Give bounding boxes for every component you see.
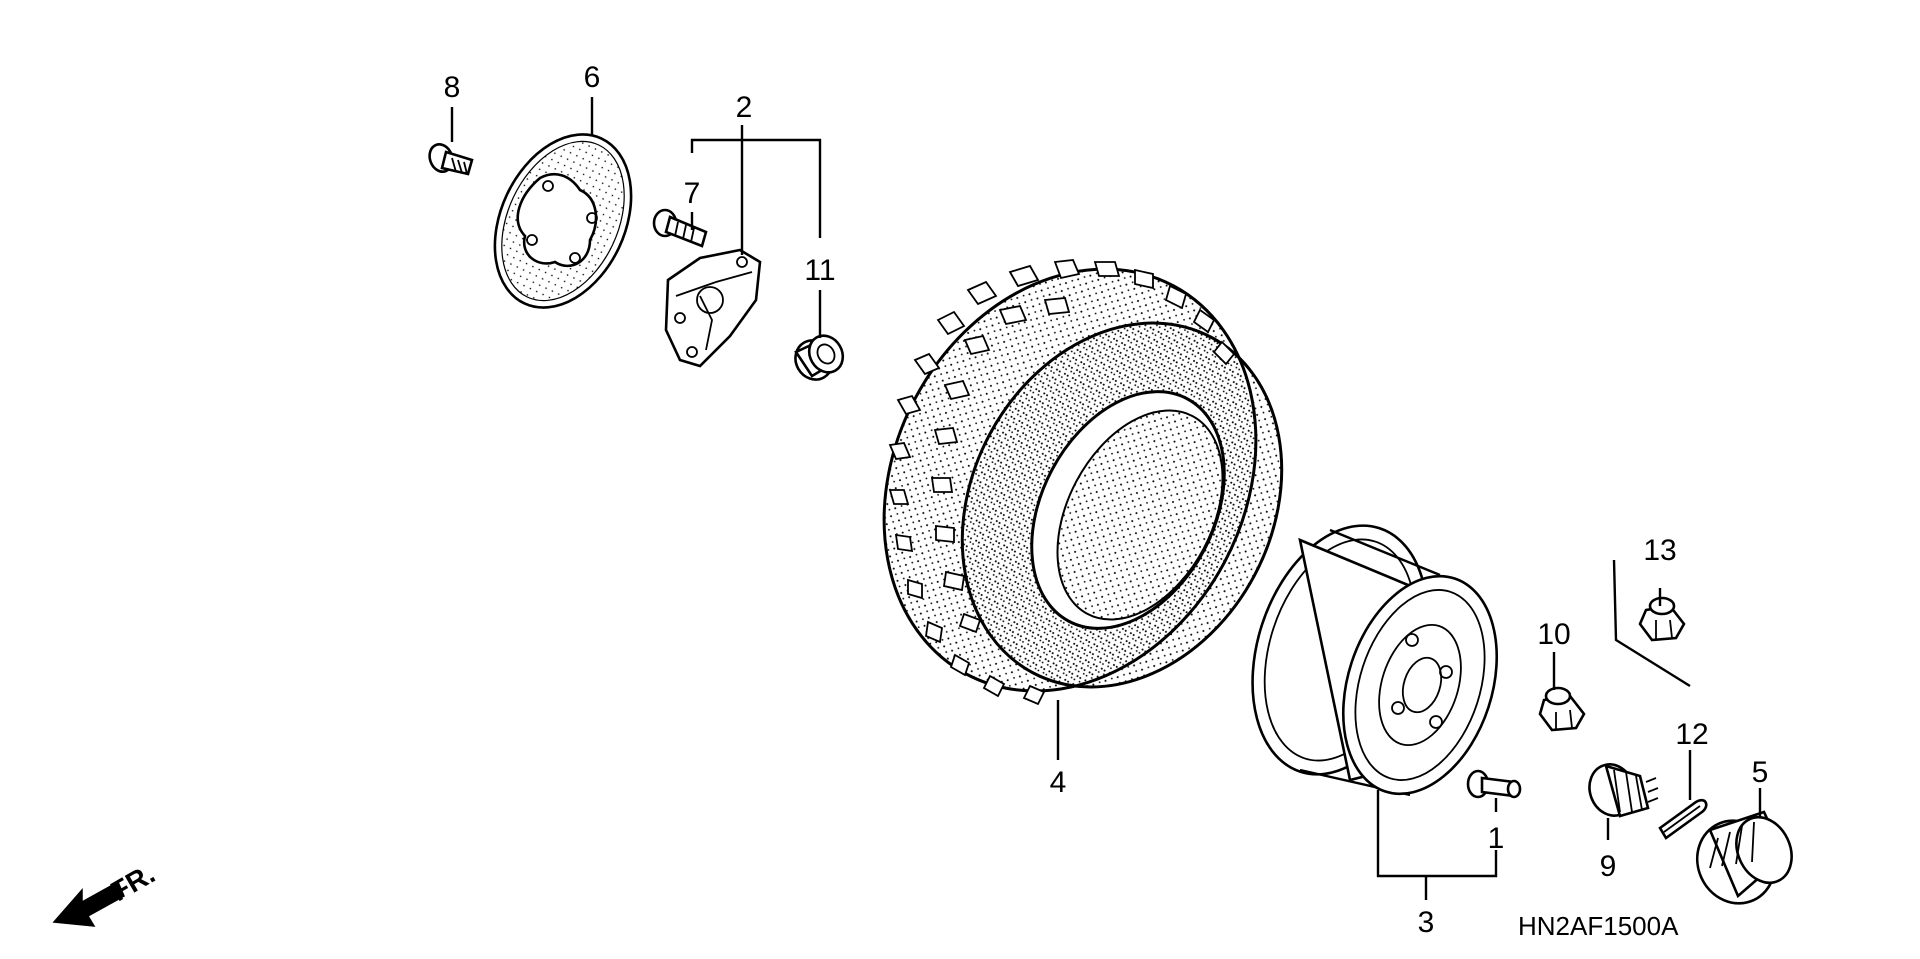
front-direction-arrow-icon: [52, 880, 125, 927]
callout-5: 5: [1752, 756, 1769, 789]
part-1-valve: [1466, 769, 1522, 799]
callout-7: 7: [684, 177, 701, 210]
part-10-nut: [1538, 686, 1586, 732]
part-5-cap: [1695, 810, 1793, 905]
callout-10: 10: [1537, 618, 1570, 651]
leader-lines: [450, 97, 1762, 900]
callout-8: 8: [444, 71, 461, 104]
callout-4: 4: [1050, 766, 1067, 799]
part-3-rim: [1251, 524, 1499, 797]
callout-13: 13: [1643, 534, 1676, 567]
callout-12: 12: [1675, 718, 1708, 751]
callout-1: 1: [1488, 822, 1505, 855]
part-11-bearing: [794, 334, 845, 381]
part-9-castle-nut: [1588, 763, 1659, 818]
part-12-cotter-pin: [1658, 798, 1708, 840]
callout-3: 3: [1418, 906, 1435, 939]
part-7-bolt: [652, 208, 708, 248]
part-6-brake-disc: [493, 133, 633, 309]
callout-9: 9: [1600, 850, 1617, 883]
part-13-nut: [1612, 559, 1691, 688]
callout-2: 2: [736, 91, 753, 124]
part-4-tire: [882, 259, 1284, 706]
diagram-code: HN2AF1500A: [1518, 911, 1679, 941]
callout-6: 6: [584, 61, 601, 94]
part-2-hub: [664, 248, 762, 368]
part-8-bolt: [428, 143, 474, 176]
callout-11: 11: [804, 254, 835, 287]
